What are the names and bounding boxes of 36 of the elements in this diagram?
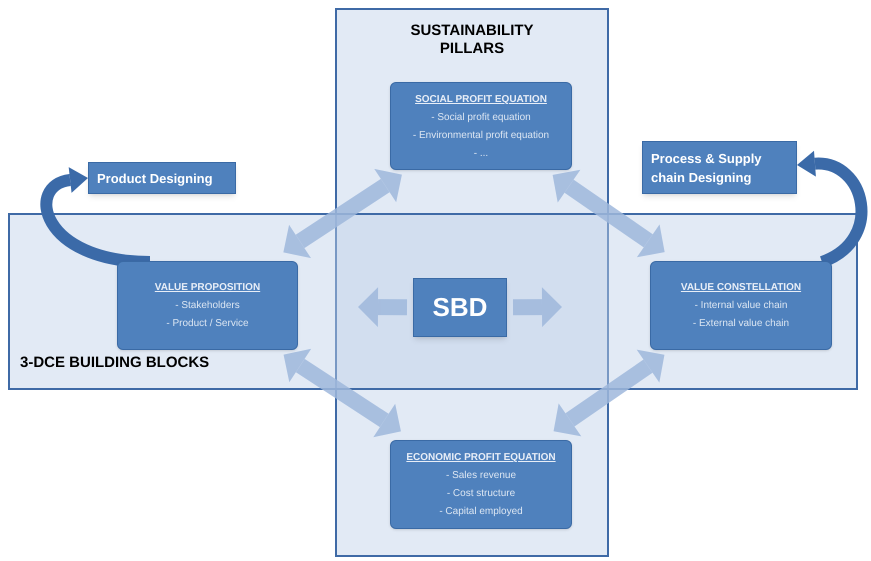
box-heading: ECONOMIC PROFIT EQUATION: [406, 451, 556, 465]
box-title: SBD: [432, 291, 488, 324]
region-title: SUSTAINABILITY PILLARS: [409, 22, 535, 58]
double-arrow: [358, 287, 408, 328]
content-box: [390, 440, 572, 529]
list-item: - Internal value chain: [694, 299, 788, 313]
box-heading: SOCIAL PROFIT EQUATION: [415, 92, 547, 106]
double-arrow: [554, 350, 664, 436]
list-item: - Capital employed: [439, 505, 523, 519]
box-title: Product Designing: [96, 170, 214, 188]
list-item: - Social profit equation: [431, 110, 531, 124]
box-heading: VALUE PROPOSITION: [154, 281, 260, 295]
list-item: - External value chain: [692, 317, 790, 331]
box-title: Process & Supply chain Designing: [650, 150, 763, 186]
region-band: [8, 213, 858, 390]
content-box: [390, 82, 572, 170]
center-box: [413, 278, 507, 337]
list-item: - Cost structure: [446, 487, 516, 501]
list-item: - Product / Service: [166, 317, 249, 331]
label-box: [88, 162, 236, 194]
double-arrow: [283, 168, 402, 258]
list-item: - Environmental profit equation: [412, 128, 550, 142]
curved-arrow: [40, 167, 150, 268]
label-box: [642, 141, 797, 194]
box-heading: VALUE CONSTELLATION: [680, 281, 802, 295]
double-arrow: [552, 170, 665, 258]
content-box: [117, 261, 298, 350]
content-box: [650, 261, 832, 350]
list-item: - Stakeholders: [175, 299, 240, 313]
curved-arrow: [797, 150, 868, 268]
double-arrow: [284, 348, 401, 438]
list-item: - Sales revenue: [446, 469, 516, 483]
region-title: 3-DCE BUILDING BLOCKS: [20, 354, 210, 372]
region-band: [335, 8, 609, 557]
double-arrow: [512, 287, 562, 328]
list-item: - ...: [474, 146, 488, 160]
